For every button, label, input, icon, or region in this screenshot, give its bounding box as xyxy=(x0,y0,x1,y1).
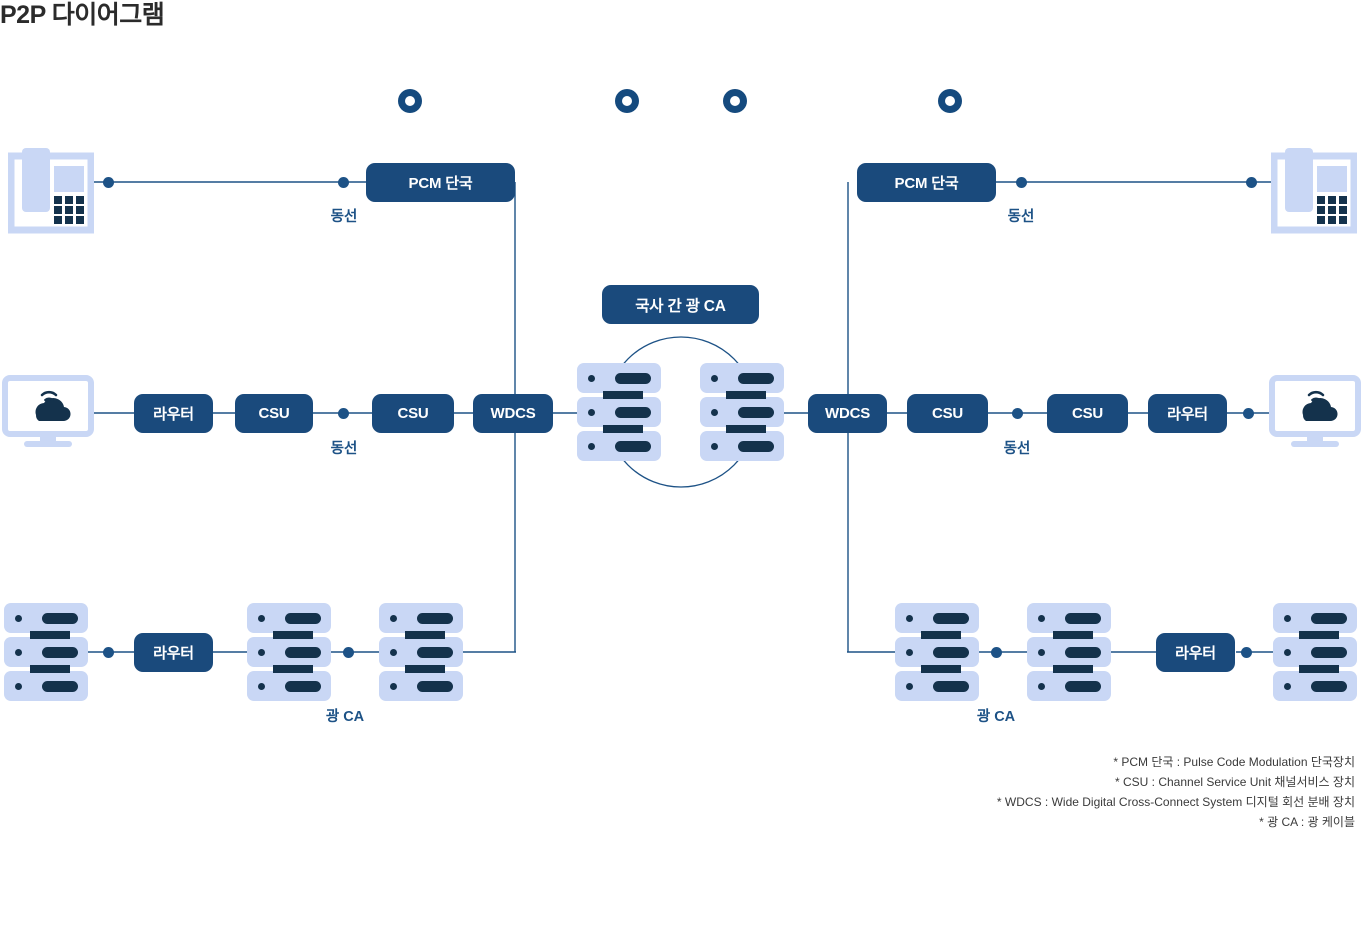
ring-dot-2[interactable] xyxy=(615,89,639,113)
desk-phone-icon-left xyxy=(7,140,95,236)
server-stack-bottom-left-1 xyxy=(4,603,88,701)
footnote-csu: * CSU : Channel Service Unit 채널서비스 장치 xyxy=(1114,775,1355,789)
node-wdcs-right[interactable]: WDCS xyxy=(808,394,887,433)
link-dot-bottom-right-a[interactable] xyxy=(991,647,1002,658)
node-router-mid-right[interactable]: 라우터 xyxy=(1148,394,1227,433)
link-dot-mid-left[interactable] xyxy=(338,408,349,419)
node-router-mid-left[interactable]: 라우터 xyxy=(134,394,213,433)
caption-top-right: 동선 xyxy=(1007,209,1035,225)
server-stack-bottom-left-3 xyxy=(379,603,463,701)
legend-footnotes: * PCM 단국 : Pulse Code Modulation 단국장치 * … xyxy=(997,752,1355,832)
server-stack-bottom-right-3 xyxy=(1273,603,1357,701)
ring-dot-3[interactable] xyxy=(723,89,747,113)
caption-mid-right: 동선 xyxy=(1003,441,1031,457)
link-dot-top-left-a[interactable] xyxy=(103,177,114,188)
footnote-wdcs: * WDCS : Wide Digital Cross-Connect Syst… xyxy=(996,795,1355,809)
node-inter-office-optical-ca[interactable]: 국사 간 광 CA xyxy=(602,285,759,324)
link-dot-bottom-right-b[interactable] xyxy=(1241,647,1252,658)
monitor-cloud-icon-left xyxy=(2,375,94,451)
caption-mid-left: 동선 xyxy=(330,441,358,457)
footnote-pcm: * PCM 단국 : Pulse Code Modulation 단국장치 xyxy=(1113,755,1355,769)
node-pcm-terminal-left[interactable]: PCM 단국 xyxy=(366,163,515,202)
server-stack-bottom-left-2 xyxy=(247,603,331,701)
desk-phone-icon-right xyxy=(1270,140,1358,236)
link-dot-bottom-left-b[interactable] xyxy=(343,647,354,658)
caption-bottom-right: 광 CA xyxy=(976,709,1016,725)
footnote-oca: * 광 CA : 광 케이블 xyxy=(1259,815,1355,829)
node-csu-mid-left-1[interactable]: CSU xyxy=(235,394,313,433)
server-stack-bottom-right-2 xyxy=(1027,603,1111,701)
server-stack-bottom-right-1 xyxy=(895,603,979,701)
caption-top-left: 동선 xyxy=(330,209,358,225)
link-dot-mid-right-end[interactable] xyxy=(1243,408,1254,419)
node-pcm-terminal-right[interactable]: PCM 단국 xyxy=(857,163,996,202)
link-dot-top-right-b[interactable] xyxy=(1246,177,1257,188)
caption-bottom-left: 광 CA xyxy=(325,709,365,725)
server-stack-center-right xyxy=(700,363,784,461)
page-title: P2P 다이어그램 xyxy=(0,1,165,29)
ring-dot-4[interactable] xyxy=(938,89,962,113)
ring-dot-1[interactable] xyxy=(398,89,422,113)
node-csu-mid-right-2[interactable]: CSU xyxy=(1047,394,1128,433)
link-dot-top-right-a[interactable] xyxy=(1016,177,1027,188)
monitor-cloud-icon-right xyxy=(1269,375,1361,451)
node-wdcs-left[interactable]: WDCS xyxy=(473,394,553,433)
link-dot-bottom-left-a[interactable] xyxy=(103,647,114,658)
node-csu-mid-left-2[interactable]: CSU xyxy=(372,394,454,433)
server-stack-center-left xyxy=(577,363,661,461)
node-router-bottom-left[interactable]: 라우터 xyxy=(134,633,213,672)
link-dot-top-left-b[interactable] xyxy=(338,177,349,188)
link-dot-mid-right[interactable] xyxy=(1012,408,1023,419)
node-router-bottom-right[interactable]: 라우터 xyxy=(1156,633,1235,672)
node-csu-mid-right-1[interactable]: CSU xyxy=(907,394,988,433)
